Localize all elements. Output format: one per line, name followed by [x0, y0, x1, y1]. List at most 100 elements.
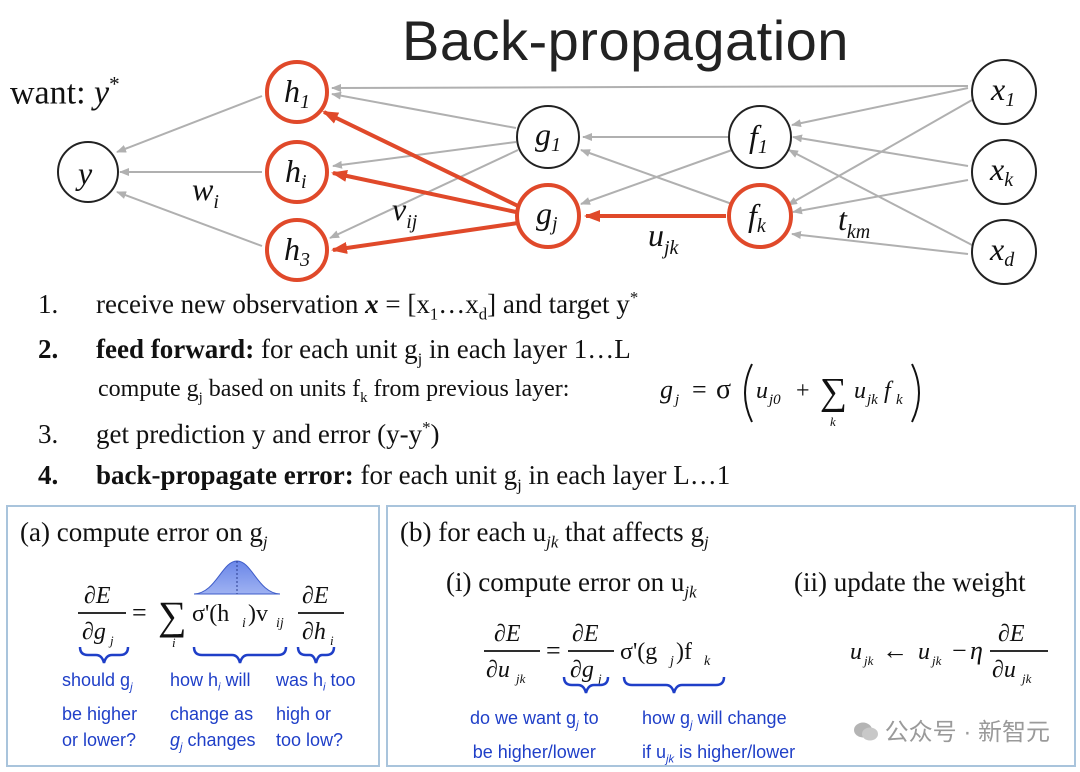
- network-diagram: y h1 hi h3 g1 gj f1 fk x1 xk xd wi vij u…: [57, 59, 1037, 285]
- gaussian-bump-icon: [194, 560, 280, 595]
- svg-text:−: −: [952, 636, 967, 665]
- edge-x1-fk: [787, 99, 973, 206]
- svg-text:jk: jk: [862, 653, 874, 668]
- svg-text:+: +: [796, 378, 810, 404]
- svg-text:u: u: [854, 378, 866, 404]
- weight-tkm-label: tkm: [838, 201, 870, 243]
- svg-text:g: g: [660, 375, 673, 404]
- node-x1: [971, 59, 1037, 125]
- box-a-heading: (a) compute error on gj: [20, 517, 268, 552]
- svg-text:u: u: [850, 639, 862, 665]
- node-fk: [727, 183, 793, 249]
- svg-text:∂E: ∂E: [572, 621, 599, 647]
- svg-text:∂E: ∂E: [84, 583, 111, 609]
- svg-text:i: i: [330, 633, 334, 648]
- edge-xk-fk: [792, 179, 969, 215]
- svg-text:jk: jk: [514, 671, 526, 686]
- edge-h3-y: [116, 191, 263, 247]
- edge-g1-hi: [332, 141, 517, 169]
- svg-text:f: f: [884, 378, 894, 404]
- weight-wi-label: wi: [192, 171, 219, 213]
- svg-text:u: u: [756, 378, 768, 404]
- node-h1-label: h1: [284, 73, 310, 113]
- svg-text:∂g: ∂g: [570, 657, 594, 683]
- svg-text:η: η: [970, 636, 983, 665]
- edge-fk-g1: [580, 149, 733, 205]
- node-g1-label: g1: [535, 116, 561, 156]
- svg-text:j: j: [108, 633, 114, 648]
- svg-text:)f: )f: [676, 639, 692, 665]
- edge-x1-f1: [791, 87, 969, 128]
- box-a: (a) compute error on gj ∂E ∂g j = ∑ i σ'…: [6, 505, 380, 767]
- svg-text:i: i: [242, 616, 246, 631]
- node-h3: [265, 218, 329, 282]
- svg-text:k: k: [896, 392, 903, 408]
- svg-text:)v: )v: [248, 601, 268, 627]
- formula-error-g: ∂E ∂g j = ∑ i σ'(h i )v ij ∂E ∂h i: [78, 583, 344, 650]
- svg-text:j: j: [596, 671, 602, 686]
- box-b: (b) for each ujk that affects gj (i) com…: [386, 505, 1076, 767]
- svg-text:jk: jk: [1020, 671, 1032, 686]
- page-title: Back-propagation: [402, 9, 849, 72]
- svg-text:←: ←: [882, 636, 908, 665]
- svg-text:jk: jk: [865, 392, 878, 408]
- svg-text:∂u: ∂u: [486, 657, 510, 683]
- formula-error-u: ∂E ∂u jk = ∂E ∂g j σ'(g j )f k: [484, 621, 711, 686]
- svg-text:σ: σ: [716, 374, 731, 405]
- step-3: 3.get prediction y and error (y-y*): [38, 418, 440, 449]
- svg-text:=: =: [692, 375, 707, 404]
- node-hi-label: hi: [285, 153, 307, 193]
- wechat-icon: [853, 721, 879, 743]
- node-xd: [971, 219, 1037, 285]
- edge-xd-fk: [791, 231, 969, 255]
- edge-xd-f1: [788, 149, 973, 246]
- compute-line: compute gj based on units fk from previo…: [98, 376, 570, 406]
- step-2: 2.feed forward: for each unit gj in each…: [38, 334, 631, 369]
- node-f1: [728, 105, 792, 169]
- weight-vij-label: vij: [392, 191, 418, 233]
- svg-text:j: j: [668, 654, 674, 669]
- svg-text:ij: ij: [276, 616, 284, 631]
- svg-text:i: i: [172, 635, 176, 650]
- node-y: [57, 141, 119, 203]
- box-b-sub-i: (i) compute error on ujk: [446, 567, 697, 602]
- svg-text:∂E: ∂E: [494, 621, 521, 647]
- watermark: 公众号 · 新智元: [853, 712, 1050, 747]
- svg-text:∂E: ∂E: [998, 621, 1025, 647]
- want-label: want: y*: [10, 72, 120, 112]
- step-4: 4.back-propagate error: for each unit gj…: [38, 460, 731, 495]
- box-b-heading: (b) for each ujk that affects gj: [400, 517, 709, 552]
- svg-text:u: u: [918, 639, 930, 665]
- weight-ujk-label: ujk: [648, 217, 680, 259]
- node-xk: [971, 139, 1037, 205]
- svg-text:=: =: [546, 636, 561, 665]
- node-gj: [515, 183, 581, 249]
- edge-x1-top: [331, 83, 969, 92]
- braces-a: [78, 646, 336, 664]
- braces-b: [562, 676, 726, 694]
- svg-text:σ'(g: σ'(g: [620, 639, 657, 665]
- svg-text:j: j: [673, 392, 679, 408]
- node-h3-label: h3: [284, 231, 310, 271]
- node-h1: [265, 60, 329, 124]
- box-b-sub-ii: (ii) update the weight: [794, 567, 1026, 597]
- svg-text:∂h: ∂h: [302, 619, 326, 645]
- edge-gj-hi: [331, 170, 517, 214]
- node-xd-label: xd: [989, 231, 1015, 271]
- svg-text:∂E: ∂E: [302, 583, 329, 609]
- edge-h1-y: [116, 95, 263, 153]
- node-hi: [265, 140, 329, 204]
- svg-text:j0: j0: [767, 392, 781, 408]
- edge-gj-h1: [322, 110, 519, 208]
- svg-text:σ'(h: σ'(h: [192, 601, 229, 627]
- step-1: 1.receive new observation x = [x1…xd] an…: [38, 288, 639, 324]
- svg-text:jk: jk: [930, 653, 942, 668]
- formula-gj: g j = σ u j0 + ∑ k u jk f k: [660, 363, 920, 429]
- node-x1-label: x1: [990, 71, 1015, 111]
- svg-text:∑: ∑: [158, 593, 187, 638]
